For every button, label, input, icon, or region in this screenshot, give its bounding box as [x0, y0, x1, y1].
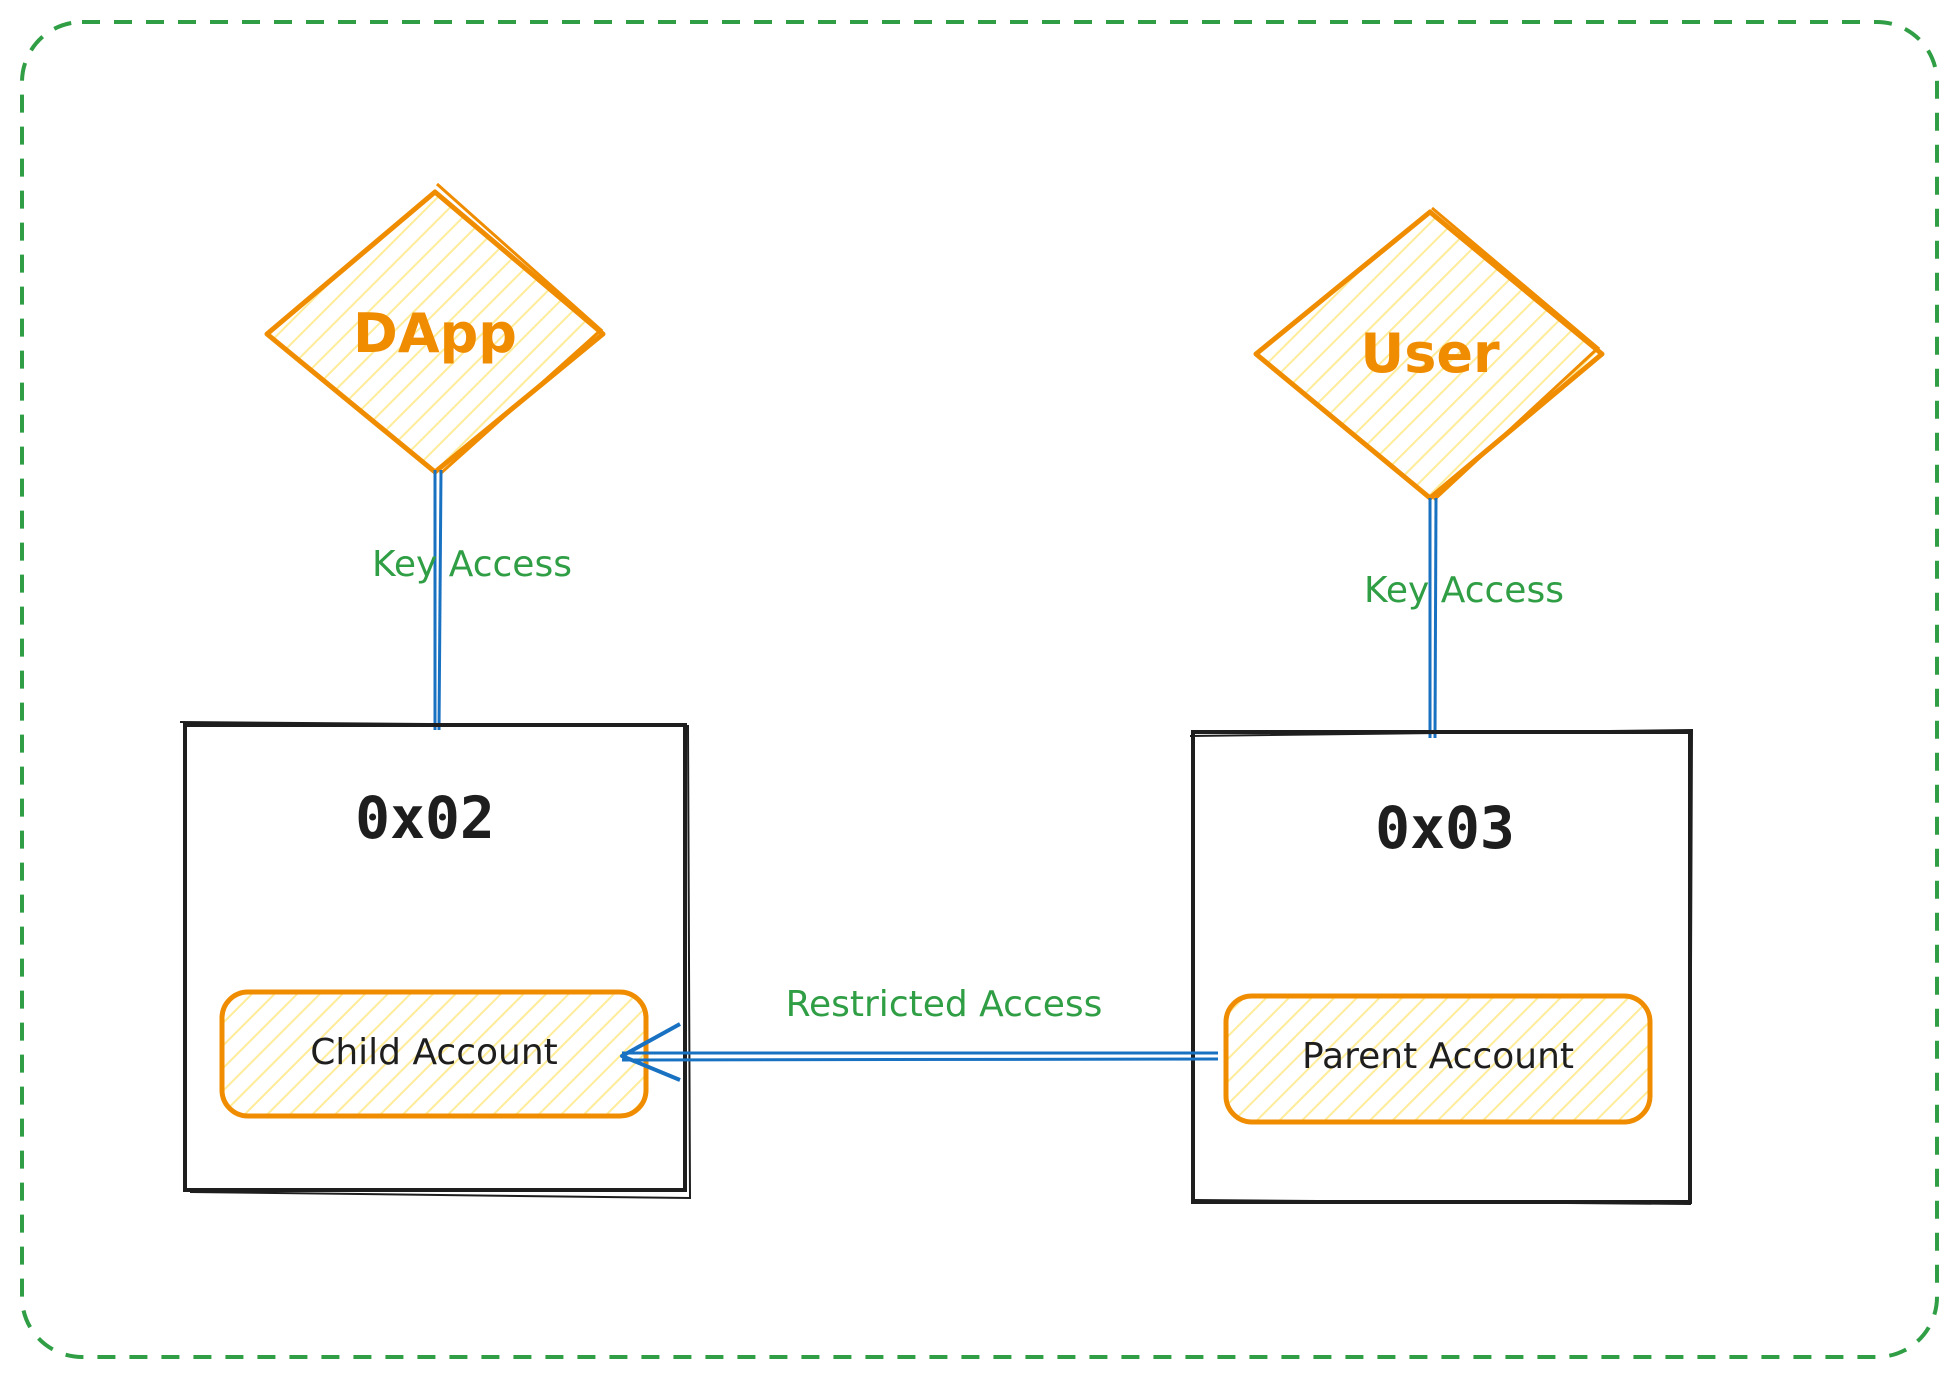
dapp-actor[interactable]: DApp: [264, 182, 606, 476]
account-box-0x03-sketch: [1189, 728, 1694, 1206]
arrowhead-icon: [620, 1022, 681, 1082]
user-key-access-label: Key Access: [1364, 570, 1564, 611]
dapp-label: DApp: [353, 302, 517, 365]
dapp-key-access-label: Key Access: [372, 544, 572, 585]
account-box-0x03[interactable]: 0x03 Parent Account: [1189, 728, 1694, 1206]
account-box-0x02-address: 0x02: [355, 784, 495, 852]
account-box-0x02[interactable]: 0x02 Child Account: [179, 721, 692, 1200]
parent-account-label: Parent Account: [1302, 1036, 1574, 1077]
user-label: User: [1360, 322, 1500, 385]
child-account-label: Child Account: [310, 1032, 558, 1073]
dapp-diamond-sketch: [436, 182, 604, 476]
user-actor[interactable]: User: [1253, 206, 1605, 502]
parent-account-shape: [1223, 993, 1653, 1125]
boundary-frame: [20, 20, 1939, 1359]
account-box-0x03-address: 0x03: [1375, 794, 1515, 862]
restricted-access-arrow[interactable]: [620, 1022, 1219, 1082]
user-key-access-link[interactable]: [1428, 497, 1438, 739]
user-diamond-sketch: [1431, 206, 1601, 502]
account-box-0x02-sketch: [179, 721, 692, 1200]
restricted-access-label: Restricted Access: [786, 984, 1103, 1025]
dapp-key-access-link[interactable]: [433, 469, 443, 731]
child-account-node[interactable]: Child Account: [219, 989, 649, 1119]
parent-account-node[interactable]: Parent Account: [1223, 993, 1653, 1125]
